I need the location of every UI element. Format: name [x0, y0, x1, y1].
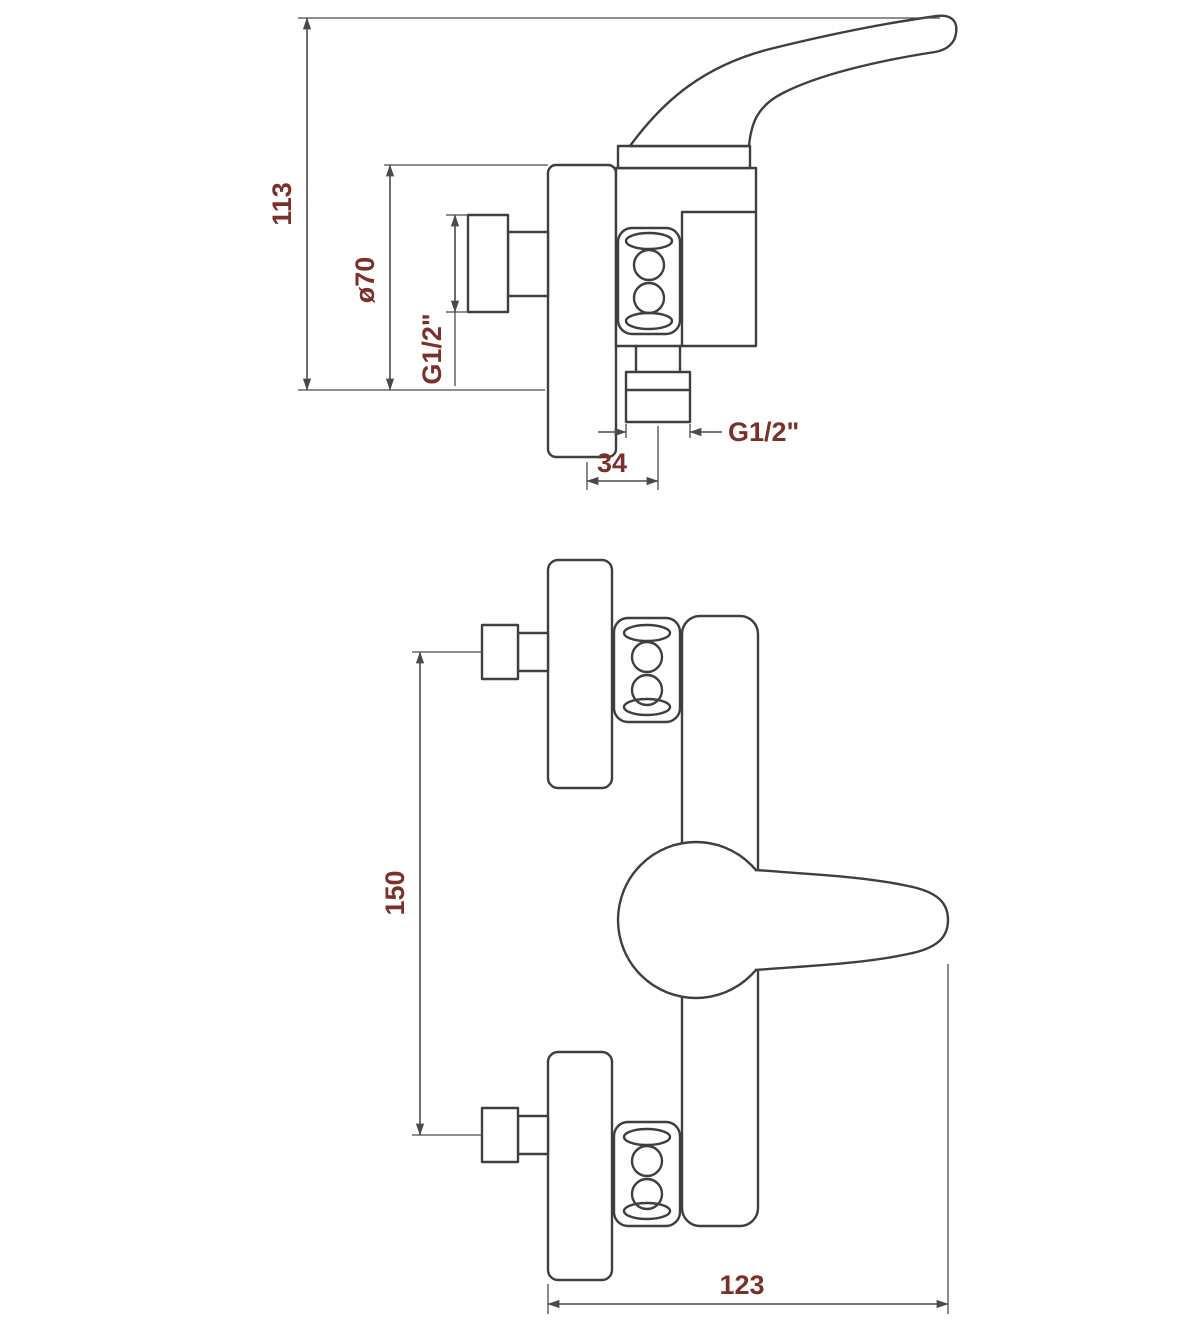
outlet-nut [624, 370, 692, 424]
inlet-fitting-outer-top [480, 623, 520, 681]
dim-overall-width: 123 [547, 964, 949, 1314]
inlet-fitting-inner-bottom [516, 1114, 550, 1156]
dim-inlet-thread: G1/2" [417, 214, 468, 386]
wall-plate-side [546, 163, 618, 459]
union-nut-outline [612, 1120, 682, 1228]
dim-inlet-spacing-label: 150 [380, 870, 410, 915]
body-detail-lines [680, 210, 758, 348]
dim-plate-diameter-label: ø70 [350, 257, 380, 304]
cartridge-ball [616, 840, 776, 1000]
union-nut-ring [630, 1144, 664, 1178]
union-nut-ring [630, 673, 664, 707]
dim-outlet-thread: G1/2" [598, 417, 799, 447]
union-nut-outline [612, 616, 682, 724]
union-nut-top [612, 616, 682, 724]
wall-plate-bottom [546, 1050, 614, 1282]
dim-plate-diameter: ø70 [350, 164, 548, 391]
lever-handle-front-fill [756, 870, 948, 970]
lever-handle-side [628, 14, 958, 148]
dim-outlet-offset: 34 [586, 426, 659, 490]
union-nut-ring [630, 1177, 664, 1211]
front-view [480, 558, 950, 1282]
union-nut-side [616, 226, 682, 336]
dim-overall-width-label: 123 [719, 1270, 764, 1300]
outlet-neck [634, 344, 682, 374]
inlet-fitting-inner [506, 230, 550, 298]
union-nut-ring [630, 640, 664, 674]
dim-inlet-spacing: 150 [380, 651, 482, 1136]
dim-outlet-thread-label: G1/2" [728, 417, 799, 447]
dim-inlet-thread-label: G1/2" [417, 313, 447, 384]
wall-plate-top [546, 558, 614, 790]
body-cap [616, 144, 752, 170]
dim-outlet-offset-label: 34 [597, 448, 627, 478]
inlet-fitting-outer [466, 213, 510, 314]
dim-overall-height-label: 113 [267, 182, 297, 226]
side-view [466, 14, 958, 459]
union-nut-rib [624, 311, 674, 331]
inlet-fitting-outer-bottom [480, 1106, 520, 1164]
front-view-dimensions: 150 123 [380, 651, 949, 1314]
inlet-fitting-inner-top [516, 631, 550, 673]
union-nut-bottom [612, 1120, 682, 1228]
side-view-dimensions: 113 ø70 G1/2" G1/2" 34 [267, 17, 940, 490]
union-nut-rib [622, 1201, 672, 1221]
union-nut-ring [632, 248, 666, 282]
dim-overall-height: 113 [267, 17, 940, 391]
union-nut-rib [622, 697, 672, 717]
lever-handle-front [754, 868, 950, 972]
